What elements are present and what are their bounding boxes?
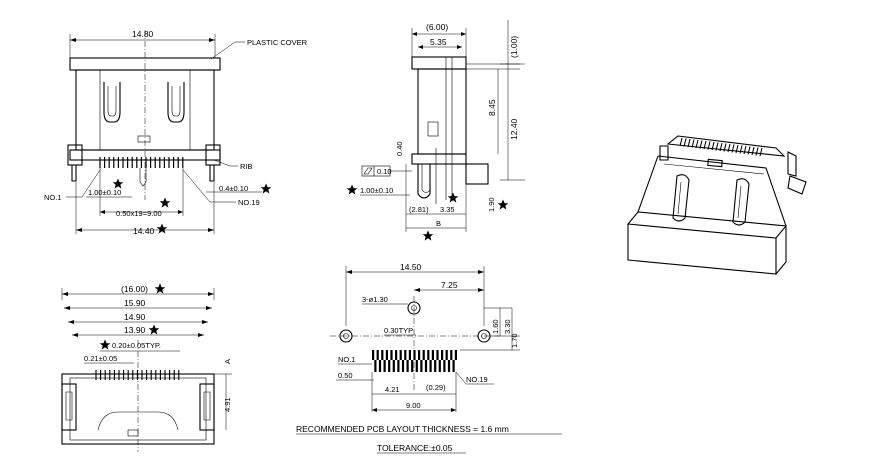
front-view: 14.80 PLASTIC COVER (44, 29, 308, 236)
star-icon (422, 230, 434, 241)
bottom-d021: 0.21±0.05 (84, 354, 117, 363)
pcb-layout: 14.50 7.25 3-ø1.30 0.30TYP (330, 262, 520, 412)
pcb-d725: 7.25 (441, 280, 458, 290)
side-tol100: 1.00±0.10 (360, 186, 393, 195)
side-d600: (6.00) (426, 22, 448, 32)
pcb-holes: 3-ø1.30 (362, 295, 388, 304)
star-icon (159, 197, 171, 208)
pcb-no19: NO.19 (466, 375, 488, 384)
overall-width-label: 14.40 (133, 226, 155, 236)
side-b: B (436, 219, 441, 228)
star-icon (447, 192, 459, 203)
pcb-pads (372, 350, 457, 372)
side-d1240: 12.40 (509, 118, 519, 140)
flatness-label: 0.10 (377, 167, 392, 176)
star-icon (260, 183, 272, 194)
star-icon (99, 339, 111, 350)
pcb-d030: 0.30TYP (384, 326, 413, 335)
star-icon (156, 223, 168, 234)
pin-pitch-label: 0.50x19=9.00 (116, 209, 162, 218)
side-view: (6.00) 5.35 (1.00) 8.45 12.40 0.40 0.10 (346, 20, 525, 241)
star-icon (497, 199, 509, 210)
side-d335: 3.35 (440, 205, 455, 214)
side-d100: (1.00) (509, 36, 519, 58)
rib-label: RIB (240, 162, 253, 171)
pcb-no1: NO.1 (338, 355, 356, 364)
bottom-d1390: 13.90 (124, 325, 146, 335)
bottom-d020: 0.20±0.05TYP. (112, 341, 161, 350)
front-pins (99, 157, 184, 168)
bottom-d1600: (16.00) (121, 284, 148, 294)
front-width-label: 14.80 (132, 29, 154, 39)
no19-label: NO.19 (238, 198, 260, 207)
bottom-d1590: 15.90 (124, 298, 146, 308)
side-d845: 8.45 (487, 99, 497, 116)
pcb-d900: 9.00 (406, 401, 421, 410)
bottom-view: (16.00) 15.90 14.90 13.90 0.20±0.05TYP. … (61, 283, 232, 452)
notes: RECOMMENDED PCB LAYOUT THICKNESS = 1.6 m… (296, 424, 562, 454)
pin-offset-label: 1.00±0.10 (88, 188, 121, 197)
star-icon (154, 283, 166, 294)
pcb-d050: 0.50 (338, 371, 353, 380)
pcb-d421: 4.21 (385, 385, 400, 394)
side-d535: 5.35 (430, 37, 447, 47)
plastic-cover-label: PLASTIC COVER (247, 38, 308, 47)
bottom-d491: 4.91 (223, 397, 232, 412)
pcb-d160: 1.60 (491, 319, 500, 334)
pcb-d1450: 14.50 (400, 262, 422, 272)
pcb-d029: (0.29) (426, 383, 446, 392)
side-d281: (2.81) (409, 205, 429, 214)
star-icon (346, 184, 358, 195)
recommended-note: RECOMMENDED PCB LAYOUT THICKNESS = 1.6 m… (296, 424, 509, 434)
tolerance-note: TOLERANCE:±0.05 (377, 443, 453, 453)
no1-label: NO.1 (44, 193, 62, 202)
star-icon (148, 324, 160, 335)
pcb-d170: 1.70 (510, 333, 519, 348)
iso-view (626, 135, 807, 275)
rib-dim-label: 0.4±0.10 (219, 184, 248, 193)
bottom-a: A (223, 359, 232, 364)
side-d190: 1.90 (487, 197, 496, 212)
bottom-d1490: 14.90 (124, 312, 146, 322)
side-d040: 0.40 (395, 141, 404, 156)
pcb-d330: 3.30 (503, 319, 512, 334)
